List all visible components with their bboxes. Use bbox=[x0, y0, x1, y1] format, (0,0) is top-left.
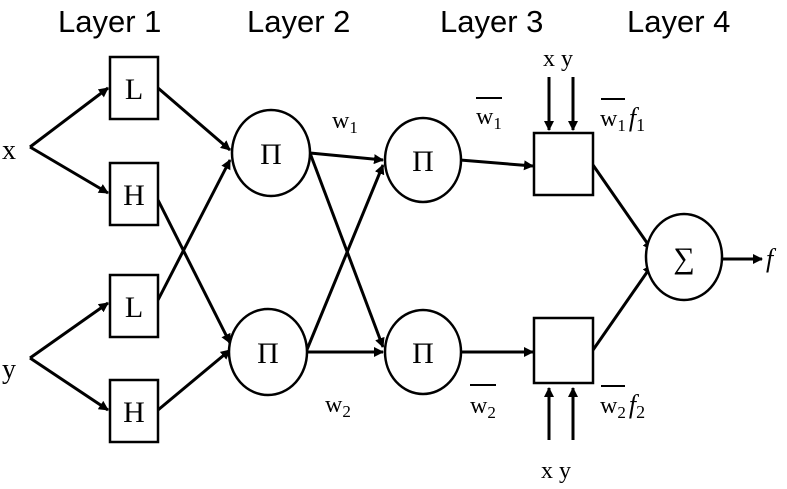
layer1-y-low-node bbox=[108, 273, 160, 339]
edge-top-consequent-to-sum bbox=[591, 164, 654, 251]
w2-label: w2 bbox=[325, 392, 351, 421]
w2-norm-label: w2 bbox=[470, 393, 496, 422]
w1-norm-label: w1 bbox=[476, 104, 502, 133]
layer1-x-high-node bbox=[108, 161, 160, 227]
layer1-x-low-label: L bbox=[125, 73, 143, 106]
layer2-top-product-symbol: Π bbox=[260, 138, 282, 171]
layer2-bottom-product-node bbox=[227, 307, 309, 397]
input-x-label: x bbox=[2, 135, 16, 166]
edge-x-to-x-low bbox=[29, 86, 109, 149]
top-consequent-node bbox=[532, 131, 595, 197]
edge-x-low-to-top-product bbox=[157, 86, 231, 152]
edge-top-product-to-top-norm bbox=[309, 151, 384, 165]
layer1-y-high-node bbox=[108, 378, 160, 444]
layer1-y-high-label: H bbox=[123, 396, 145, 429]
layer3-top-norm-node bbox=[383, 116, 463, 204]
layer-1-title: Layer 1 bbox=[58, 4, 161, 39]
layer4-sum-node bbox=[644, 212, 724, 302]
bottom-consequent-inputs-label: x y bbox=[541, 458, 571, 484]
layer-2-title: Layer 2 bbox=[247, 4, 350, 39]
layer3-bottom-norm-symbol: Π bbox=[412, 337, 434, 370]
bottom-consequent-node bbox=[532, 316, 595, 385]
layer2-top-product-node bbox=[230, 108, 312, 198]
edge-x-high-to-bottom-product bbox=[156, 199, 232, 344]
edge-y-high-to-bottom-product bbox=[157, 348, 231, 412]
input-y-label: y bbox=[2, 354, 16, 385]
layer2-bottom-product-symbol: Π bbox=[257, 337, 279, 370]
edge-bottom-product-to-top-norm bbox=[304, 164, 385, 353]
w1-label: w1 bbox=[332, 108, 358, 137]
layer1-x-high-label: H bbox=[123, 179, 145, 212]
layer3-bottom-norm-node bbox=[383, 308, 463, 396]
layer1-x-low-node bbox=[108, 55, 160, 121]
layer1-y-low-label: L bbox=[125, 291, 143, 324]
edge-x-to-x-high bbox=[29, 145, 109, 195]
edge-y-to-y-low bbox=[29, 301, 109, 360]
layer-4-title: Layer 4 bbox=[627, 4, 730, 39]
edge-top-norm-to-top-consequent bbox=[459, 158, 534, 171]
edge-y-low-to-top-product bbox=[156, 159, 232, 301]
sum-symbol: ∑ bbox=[673, 242, 694, 275]
top-consequent-inputs-label: x y bbox=[543, 46, 573, 72]
layer3-top-norm-symbol: Π bbox=[412, 145, 434, 178]
edge-bottom-consequent-to-sum bbox=[591, 264, 654, 351]
edge-y-to-y-high bbox=[29, 356, 109, 412]
output-f-label: f bbox=[766, 244, 777, 273]
layer-3-title: Layer 3 bbox=[440, 4, 543, 39]
